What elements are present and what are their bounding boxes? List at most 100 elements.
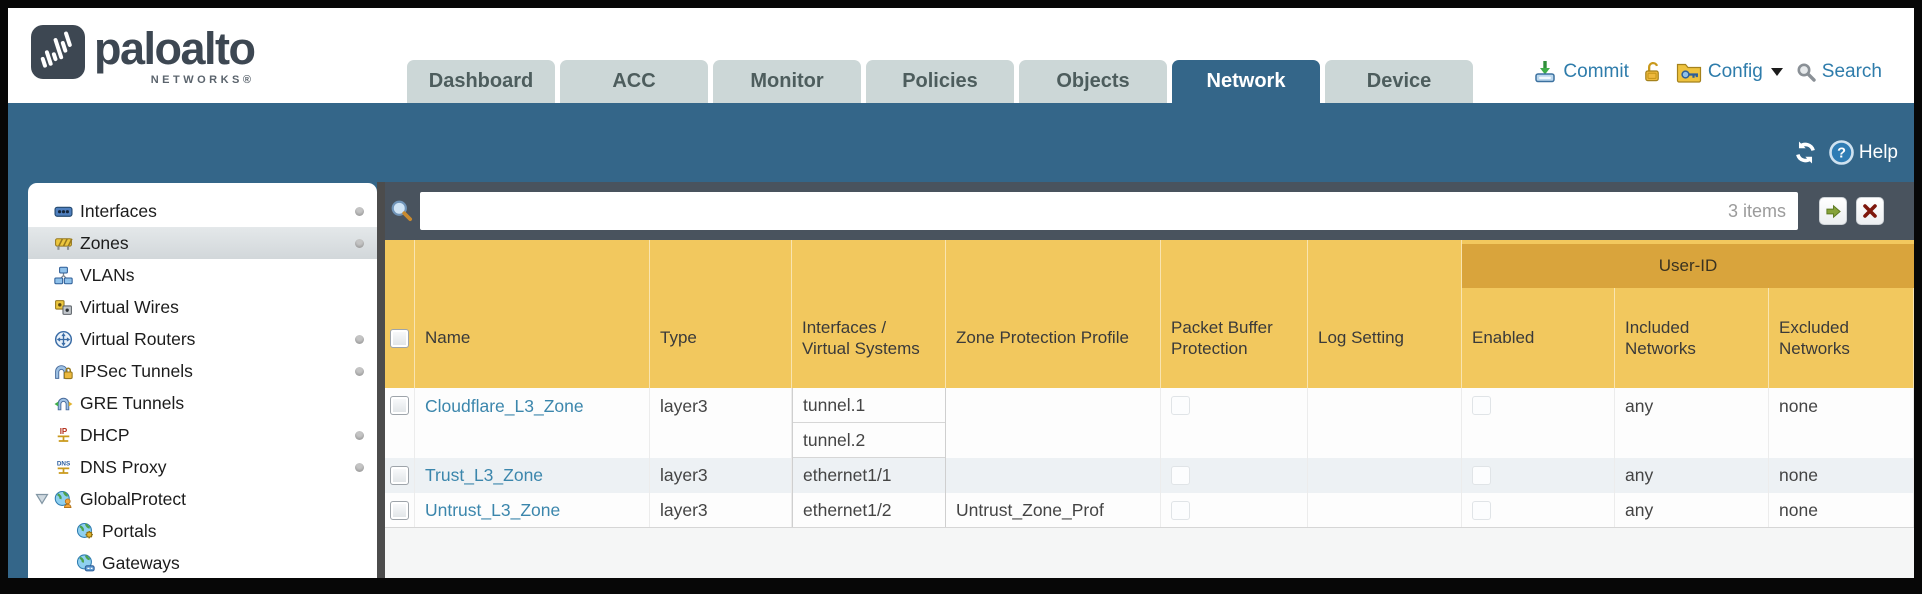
tab-policies[interactable]: Policies [866,60,1014,103]
sidebar-item-label: Interfaces [80,200,157,221]
sidebar-item-dns-proxy[interactable]: DNS DNS Proxy [28,451,377,483]
apply-filter-button[interactable] [1819,197,1847,225]
ipsec-tunnels-icon [55,364,73,379]
user-id-enabled-cell [1462,493,1615,527]
sidebar-item-dhcp[interactable]: IP DHCP [28,419,377,451]
excluded-networks-cell: none [1769,458,1914,493]
lock-icon [1645,61,1659,82]
sidebar-item-ipsec-tunnels[interactable]: IPSec Tunnels [28,355,377,387]
user-id-enabled-checkbox[interactable] [1472,396,1491,415]
col-header-name[interactable]: Name [415,240,650,388]
zone-type-cell: layer3 [650,493,792,527]
col-header-included-networks[interactable]: Included Networks [1615,288,1769,388]
excluded-networks-cell: none [1769,493,1914,527]
col-header-enabled[interactable]: Enabled [1462,288,1615,388]
commit-label: Commit [1563,61,1629,82]
clear-filter-button[interactable] [1856,197,1884,225]
select-all-checkbox[interactable] [390,328,409,348]
commit-button[interactable]: Commit [1533,60,1629,84]
row-select-cell [385,388,415,458]
sidebar-item-gateways[interactable]: Gateways [28,547,377,578]
sidebar-item-interfaces[interactable]: Interfaces [28,195,377,227]
col-header-packet-buffer-protection[interactable]: Packet Buffer Protection [1161,240,1308,388]
table-row: Trust_L3_Zone layer3 ethernet1/1 any non… [385,458,1914,493]
search-button[interactable]: Search [1796,61,1882,83]
tab-network[interactable]: Network [1172,60,1320,103]
top-bar: paloalto NETWORKS® Dashboard ACC Monitor… [8,8,1914,103]
config-icon [1676,63,1701,83]
zones-table-header: Name Type Interfaces / Virtual Systems Z… [385,240,1914,388]
sidebar-item-virtual-wires[interactable]: Virtual Wires [28,291,377,323]
virtual-routers-icon [54,330,73,348]
zone-protection-profile-cell [946,388,1161,458]
sidebar-item-globalprotect[interactable]: GlobalProtect [28,483,377,515]
tab-acc[interactable]: ACC [560,60,708,103]
refresh-icon[interactable] [1792,139,1819,166]
col-header-log-setting[interactable]: Log Setting [1308,240,1462,388]
dhcp-icon: IP [57,427,70,442]
paloalto-logo-icon [31,25,85,79]
sidebar-item-gre-tunnels[interactable]: GRE Tunnels [28,387,377,419]
filter-search-icon [391,200,413,222]
zone-name-link[interactable]: Untrust_L3_Zone [425,499,561,520]
sidebar-item-label: Gateways [102,552,180,573]
lock-button[interactable] [1642,60,1663,84]
packet-buffer-checkbox[interactable] [1171,466,1190,485]
tab-dashboard[interactable]: Dashboard [407,60,555,103]
row-checkbox[interactable] [390,466,409,485]
red-x-icon [1863,204,1877,218]
included-networks-cell: any [1615,388,1769,458]
interfaces-cell: ethernet1/2 [792,493,946,527]
row-checkbox[interactable] [390,500,409,520]
user-id-enabled-checkbox[interactable] [1472,466,1491,485]
help-icon: ? [1829,140,1854,165]
sidebar-splitter[interactable] [377,182,385,578]
zone-protection-profile-cell [946,458,1161,493]
col-header-zone-protection-profile[interactable]: Zone Protection Profile [946,240,1161,388]
packet-buffer-protection-cell [1161,458,1308,493]
sidebar-item-label: Portals [102,520,157,541]
packet-buffer-checkbox[interactable] [1171,500,1190,520]
zone-name-link[interactable]: Trust_L3_Zone [425,465,544,485]
tab-monitor[interactable]: Monitor [713,60,861,103]
user-id-group: User-ID Enabled Included Networks Exclud… [1462,240,1914,388]
col-header-interfaces[interactable]: Interfaces / Virtual Systems [792,240,946,388]
tab-device[interactable]: Device [1325,60,1473,103]
filter-input[interactable] [420,201,1728,221]
packet-buffer-protection-cell [1161,388,1308,458]
workspace: ? Help Interfaces Zon [8,103,1914,578]
sidebar-item-vlans[interactable]: VLANs [28,259,377,291]
header-actions: Commit Config [1533,60,1882,84]
expander-triangle-icon[interactable] [35,493,49,505]
config-menu-button[interactable]: Config [1676,61,1783,83]
green-arrow-icon [1825,204,1841,218]
caret-down-icon [1770,68,1783,76]
table-row: Untrust_L3_Zone layer3 ethernet1/2 Untru… [385,493,1914,528]
help-label: Help [1858,141,1898,163]
zones-table-body: Cloudflare_L3_Zone layer3 tunnel.1 tunne… [385,388,1914,528]
portals-icon [76,522,93,538]
row-checkbox[interactable] [390,396,409,415]
col-header-type[interactable]: Type [650,240,792,388]
search-icon [1797,63,1816,82]
network-sidebar: Interfaces Zones VLANs [28,183,377,578]
brand-name: paloalto [94,23,256,74]
sidebar-item-portals[interactable]: Portals [28,515,377,547]
status-dot [355,335,364,344]
interface-value: ethernet1/1 [803,465,892,485]
sidebar-item-zones[interactable]: Zones [28,227,377,259]
packet-buffer-checkbox[interactable] [1171,396,1190,415]
gateways-icon [76,553,95,571]
zone-name-link[interactable]: Cloudflare_L3_Zone [425,396,584,416]
svg-text:IP: IP [60,427,68,436]
help-button[interactable]: ? Help [1828,139,1898,166]
sidebar-item-label: VLANs [80,264,135,285]
sidebar-item-virtual-routers[interactable]: Virtual Routers [28,323,377,355]
filter-searchbox: 3 items [420,192,1798,230]
included-networks-cell: any [1615,458,1769,493]
tab-objects[interactable]: Objects [1019,60,1167,103]
zone-type-cell: layer3 [650,458,792,493]
user-id-enabled-checkbox[interactable] [1472,500,1491,520]
col-header-excluded-networks[interactable]: Excluded Networks [1769,288,1914,388]
